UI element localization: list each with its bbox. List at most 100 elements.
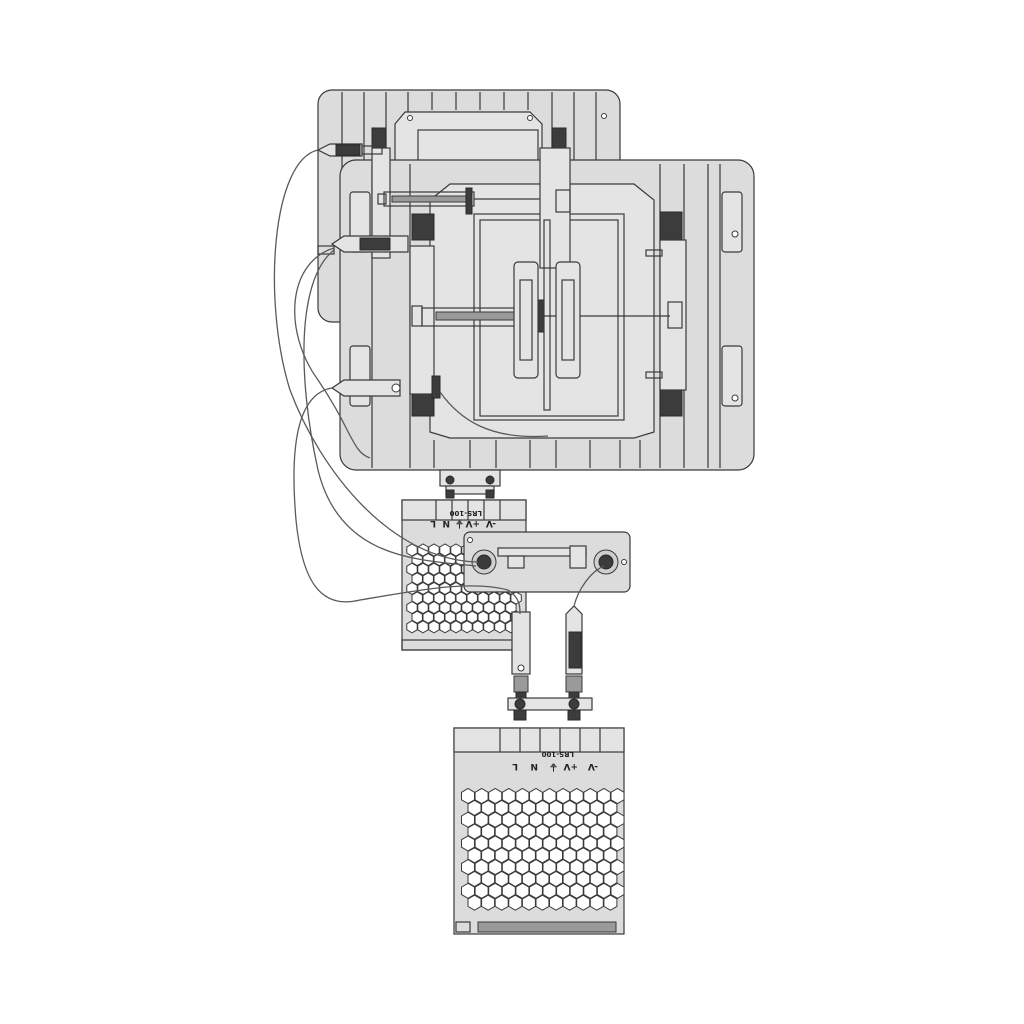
vent-hole	[596, 859, 611, 876]
vent-hole	[596, 882, 611, 899]
vent-hole	[461, 882, 475, 899]
vent-hole	[494, 894, 509, 911]
vent-hole	[450, 601, 462, 615]
vent-hole	[494, 620, 506, 634]
vent-hole	[488, 882, 503, 899]
vent-hole	[461, 601, 473, 615]
vent-hole	[576, 799, 591, 816]
vent-hole	[515, 859, 530, 876]
vent-hole	[411, 553, 423, 567]
vent-hole	[549, 823, 563, 840]
vent-hole	[494, 823, 509, 840]
vent-hole	[610, 787, 625, 805]
vent-hole	[477, 591, 489, 605]
vent-hole	[535, 870, 550, 888]
wire-probe2-b	[303, 249, 477, 567]
vent-hole	[583, 811, 598, 828]
vent-hole	[535, 847, 550, 864]
vent-hole	[499, 610, 511, 624]
vent-hole	[499, 591, 511, 605]
vent-hole	[406, 562, 418, 576]
vent-hole	[488, 591, 500, 605]
vent-hole	[515, 882, 530, 899]
vent-hole	[529, 859, 543, 876]
vent-hole	[542, 882, 557, 899]
wire-panel-return	[439, 391, 549, 438]
vent-hole	[596, 787, 611, 805]
vent-hole	[483, 620, 495, 634]
power-supply-upper: -V +V ⏚ N L LRS-100	[401, 499, 527, 651]
vent-hole	[439, 543, 451, 557]
vent-hole	[417, 620, 429, 634]
psu-lower-terminal-vpos: +V	[563, 761, 578, 771]
vent-hole	[549, 894, 563, 911]
vent-hole	[508, 823, 523, 840]
vent-hole	[508, 847, 523, 864]
psu-lower-vent-grille	[461, 787, 625, 911]
psu-lower-terminal-labels: -V +V ⏚ N L LRS-100	[512, 750, 598, 772]
vent-hole	[542, 787, 557, 805]
vent-hole	[562, 847, 577, 864]
vent-hole	[450, 543, 462, 557]
vent-hole	[529, 787, 543, 805]
vent-hole	[439, 620, 451, 634]
vent-hole	[501, 811, 516, 828]
vent-hole	[521, 870, 536, 888]
plug-right	[565, 605, 583, 701]
vent-hole	[481, 823, 496, 840]
vent-hole	[417, 601, 429, 615]
vent-hole	[589, 799, 604, 816]
vent-hole	[422, 591, 434, 605]
vent-hole	[542, 811, 557, 828]
psu-lower-terminal-n: N	[530, 761, 538, 771]
vent-hole	[603, 894, 618, 911]
vent-hole	[417, 562, 429, 576]
vent-hole	[439, 562, 451, 576]
vent-hole	[562, 823, 577, 840]
vent-hole	[610, 835, 625, 852]
wire-box-to-right-plug	[573, 565, 605, 607]
vent-hole	[461, 835, 475, 852]
vent-hole	[501, 882, 516, 899]
vent-hole	[483, 601, 495, 615]
vent-hole	[508, 870, 523, 888]
vent-hole	[439, 581, 451, 595]
vent-hole	[494, 799, 509, 816]
vent-hole	[467, 823, 482, 840]
vent-hole	[422, 572, 434, 586]
power-supply-lower: -V +V ⏚ N L LRS-100	[453, 727, 625, 935]
vent-hole	[583, 835, 598, 852]
vent-hole	[501, 787, 516, 805]
lower-terminal-block	[507, 697, 593, 721]
vent-hole	[542, 835, 557, 852]
vent-hole	[461, 787, 475, 805]
vent-hole	[494, 870, 509, 888]
vent-hole	[562, 894, 577, 911]
vent-hole	[450, 581, 462, 595]
vent-hole	[474, 882, 489, 899]
vent-hole	[488, 859, 503, 876]
vent-hole	[535, 799, 550, 816]
psu-lower-terminal-ground: ⏚	[549, 761, 558, 772]
vent-hole	[501, 835, 516, 852]
vent-hole	[422, 610, 434, 624]
vent-hole	[481, 894, 496, 911]
plug-left	[511, 611, 531, 701]
vent-hole	[450, 562, 462, 576]
psu-lower-terminal-vneg: -V	[588, 761, 598, 771]
vent-hole	[474, 859, 489, 876]
vent-hole	[428, 562, 440, 576]
vent-hole	[474, 811, 489, 828]
probe-connector-3	[330, 375, 441, 399]
vent-hole	[481, 799, 496, 816]
vent-hole	[603, 870, 618, 888]
vent-hole	[515, 835, 530, 852]
vent-hole	[428, 601, 440, 615]
vent-hole	[529, 811, 543, 828]
vent-hole	[488, 835, 503, 852]
vent-hole	[583, 787, 598, 805]
vent-hole	[406, 620, 418, 634]
vent-hole	[422, 553, 434, 567]
vent-hole	[521, 823, 536, 840]
vent-hole	[444, 610, 456, 624]
